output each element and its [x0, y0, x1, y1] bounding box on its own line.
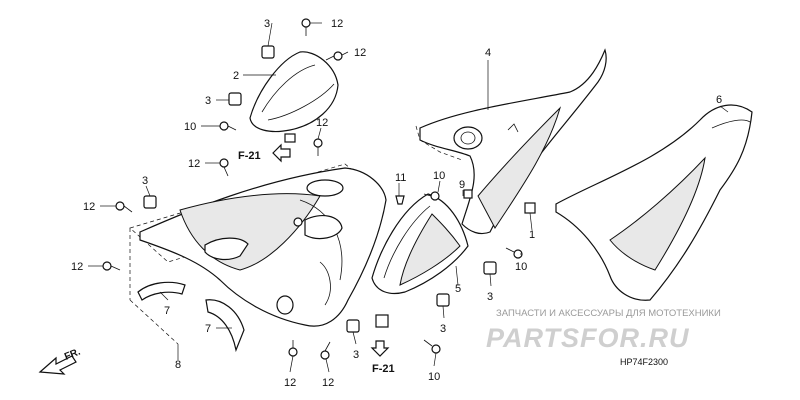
trim-part-7-upper [137, 281, 186, 301]
callout-12: 12 [188, 158, 200, 170]
callout-12: 12 [354, 47, 366, 59]
reference-label-top: F-21 [238, 150, 261, 162]
trim-part-7-lower [205, 299, 245, 353]
screw-icon [423, 191, 440, 201]
callout-12: 12 [316, 117, 328, 129]
callout-12: 12 [83, 201, 95, 213]
callout-3: 3 [440, 323, 446, 335]
bolt-icon [102, 261, 121, 271]
callout-3: 3 [205, 95, 211, 107]
bolt-icon [219, 158, 229, 177]
callout-11: 11 [395, 172, 406, 184]
callout-5: 5 [455, 283, 461, 295]
reference-arrow-top [272, 143, 291, 163]
screw-icon [505, 247, 523, 259]
bolt-icon [115, 201, 133, 213]
callout-10: 10 [433, 170, 445, 182]
center-panel-part-4 [415, 48, 607, 235]
callout-1: 1 [529, 229, 535, 241]
grommet-icon [436, 293, 450, 307]
screw-icon [219, 121, 237, 131]
callout-12: 12 [71, 261, 83, 273]
callout-8: 8 [175, 359, 181, 371]
bolt-icon [320, 341, 331, 360]
callout-9: 9 [459, 179, 465, 191]
rear-cover-part-6 [555, 104, 753, 301]
callout-7: 7 [164, 305, 170, 317]
drawing-code: HP74F2300 [620, 357, 668, 367]
watermark-brand: PARTSFOR.RU [486, 323, 690, 353]
screw-icon [423, 339, 441, 354]
callout-12: 12 [331, 18, 343, 30]
callout-3: 3 [353, 349, 359, 361]
front-direction-label: FR. [63, 346, 82, 362]
clip-icon [463, 189, 473, 199]
leader-lines [88, 22, 729, 373]
callout-10: 10 [184, 121, 196, 133]
callout-10: 10 [515, 261, 527, 273]
callout-12: 12 [322, 377, 334, 389]
bolt-icon [301, 18, 311, 36]
front-direction-arrow [38, 355, 77, 375]
callout-3: 3 [264, 18, 270, 30]
clip-icon [375, 314, 389, 328]
reference-arrow-bottom [370, 340, 390, 357]
callout-4: 4 [485, 47, 491, 59]
side-cover-part-8 [129, 163, 387, 345]
callout-10: 10 [428, 371, 440, 383]
front-cover-part-5 [371, 193, 469, 295]
bolt-icon [325, 51, 343, 61]
watermark-subtitle: ЗАПЧАСТИ И АКСЕССУАРЫ ДЛЯ МОТОТЕХНИКИ [496, 308, 721, 319]
callout-12: 12 [284, 377, 296, 389]
grommet-icon [261, 45, 275, 59]
grommet-icon [143, 195, 157, 209]
bolt-icon [313, 138, 323, 156]
callout-7: 7 [205, 323, 211, 335]
callout-3: 3 [487, 291, 493, 303]
upper-cover-part-2 [249, 51, 339, 143]
grommet-icon [483, 261, 497, 275]
grommet-icon [346, 319, 360, 333]
callout-6: 6 [716, 94, 722, 106]
reference-label-bottom: F-21 [372, 363, 395, 375]
grommet-icon [228, 92, 242, 106]
clip-icon [395, 195, 405, 205]
callout-2: 2 [233, 70, 239, 82]
bolt-icon [288, 340, 298, 357]
callout-3: 3 [142, 175, 148, 187]
